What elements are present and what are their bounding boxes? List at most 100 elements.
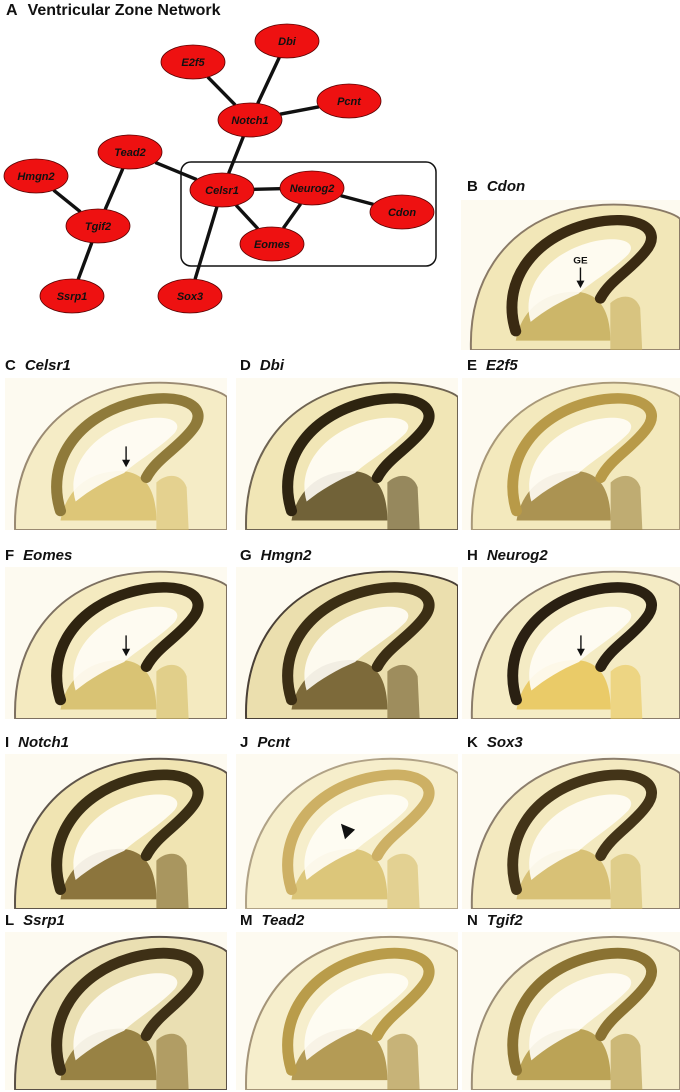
lateral-ventricle (304, 606, 409, 691)
node-ellipse-eomes (239, 226, 305, 262)
brain-section-illustration (236, 932, 458, 1090)
histology-image-dbi (236, 378, 458, 530)
edge-e2f5-notch1 (206, 75, 237, 107)
node-hmgn2: Hmgn2 (3, 158, 69, 194)
histology-image-cdon: GE (461, 200, 680, 350)
ventricular-zone (507, 582, 657, 706)
panel-letter: G (240, 547, 252, 564)
node-ssrp1: Ssrp1 (39, 278, 105, 314)
histology-image-celsr1 (5, 378, 227, 530)
ventricular-zone (282, 947, 435, 1076)
edge-neurog2-eomes (281, 202, 303, 230)
gene-name: Dbi (259, 357, 285, 374)
ventricular-zone (282, 582, 435, 706)
node-ellipse-dbi (254, 23, 320, 59)
brain-section-illustration (236, 567, 458, 719)
node-label-celsr1: Celsr1 (205, 185, 239, 197)
gene-name: Pcnt (257, 734, 290, 751)
panel-letter: F (5, 547, 15, 564)
panel-letter: I (5, 734, 10, 751)
edge-dbi-notch1 (256, 56, 281, 105)
node-label-dbi: Dbi (278, 36, 297, 48)
panel-a-letter: A (6, 2, 18, 19)
brain-section-illustration (236, 754, 458, 909)
histology-image-sox3 (462, 754, 680, 909)
lateral-ventricle (73, 973, 178, 1061)
network-edges (52, 56, 374, 280)
node-label-pcnt: Pcnt (337, 96, 362, 108)
node-label-e2f5: E2f5 (181, 57, 205, 69)
lateral-ventricle (529, 973, 632, 1061)
brain-section-illustration (5, 378, 227, 530)
histology-image-pcnt (236, 754, 458, 909)
lateral-ventricle (529, 794, 632, 880)
histology-image-neurog2 (462, 567, 680, 719)
panel-letter: H (467, 547, 478, 564)
arrow-head (122, 459, 131, 468)
histology-image-e2f5 (462, 378, 680, 530)
edge-tgif2-ssrp1 (76, 242, 94, 280)
node-ellipse-cdon (369, 194, 435, 230)
ventricular-zone (507, 947, 657, 1076)
lateral-ventricle (529, 417, 632, 502)
node-ellipse-neurog2 (279, 170, 345, 206)
brain-section-illustration (462, 567, 680, 719)
histology-image-tead2 (236, 932, 458, 1090)
node-notch1: Notch1 (217, 102, 283, 138)
gene-name: Neurog2 (486, 547, 548, 564)
node-cdon: Cdon (369, 194, 435, 230)
ventricular-zone (507, 393, 657, 517)
node-celsr1: Celsr1 (189, 172, 255, 208)
ventricular-zone (51, 769, 204, 895)
node-pcnt: Pcnt (316, 83, 382, 119)
diencephalon (610, 296, 643, 350)
lateral-ventricle (304, 417, 409, 502)
node-label-ssrp1: Ssrp1 (57, 291, 88, 303)
node-ellipse-notch1 (217, 102, 283, 138)
gene-name: Sox3 (486, 734, 523, 751)
node-tead2: Tead2 (97, 134, 163, 170)
edge-celsr1-eomes (234, 204, 260, 230)
gene-name: Tead2 (261, 912, 305, 929)
panel-letter: K (467, 734, 478, 751)
panel-letter: N (467, 912, 478, 929)
lateral-ventricle (529, 606, 632, 691)
node-ellipse-hmgn2 (3, 158, 69, 194)
histology-image-tgif2 (462, 932, 680, 1090)
brain-section-illustration (236, 378, 458, 530)
arrow-head (576, 648, 585, 657)
lateral-ventricle (304, 794, 409, 880)
histology-image-eomes (5, 567, 227, 719)
node-eomes: Eomes (239, 226, 305, 262)
histology-image-hmgn2 (236, 567, 458, 719)
brain-section-illustration (5, 567, 227, 719)
ventricular-zone (507, 769, 657, 895)
node-dbi: Dbi (254, 23, 320, 59)
node-ellipse-tead2 (97, 134, 163, 170)
brain-section-illustration (462, 378, 680, 530)
node-e2f5: E2f5 (160, 44, 226, 80)
node-ellipse-ssrp1 (39, 278, 105, 314)
node-label-tgif2: Tgif2 (85, 221, 111, 233)
diencephalon (156, 1033, 189, 1090)
panel-letter: C (5, 357, 16, 374)
histology-image-ssrp1 (5, 932, 227, 1090)
gene-name: Ssrp1 (23, 912, 65, 929)
brain-section-illustration: GE (461, 200, 680, 350)
network-cluster-box (180, 161, 437, 267)
node-label-sox3: Sox3 (177, 291, 203, 303)
node-label-hmgn2: Hmgn2 (17, 171, 54, 183)
brain-section-illustration (462, 754, 680, 909)
lateral-ventricle (528, 239, 632, 322)
ventricular-zone (282, 393, 435, 517)
